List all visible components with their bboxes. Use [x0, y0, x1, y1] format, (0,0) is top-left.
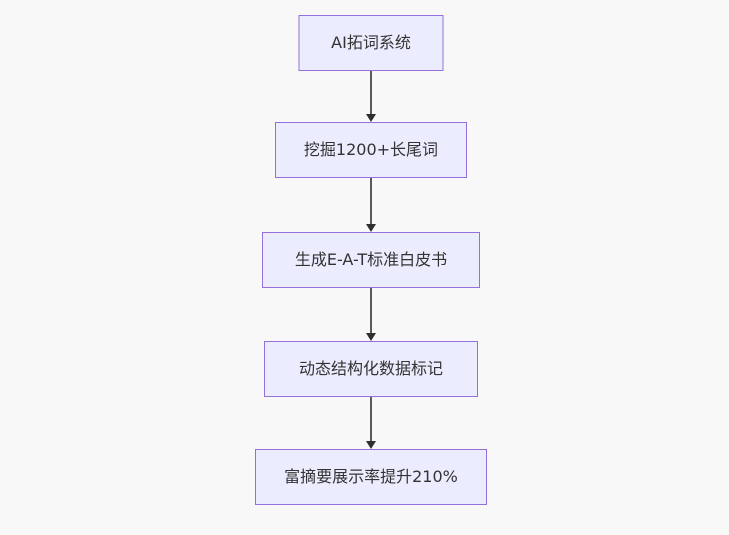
flow-edge-3 [366, 288, 376, 341]
flow-node-label: AI拓词系统 [331, 33, 411, 52]
flow-node-label: 生成E-A-T标准白皮书 [294, 250, 448, 269]
arrowhead-down-icon [366, 114, 376, 122]
arrowhead-down-icon [366, 333, 376, 341]
flow-edge-4 [366, 397, 376, 449]
flow-node-eat-whitepaper: 生成E-A-T标准白皮书 [262, 232, 480, 288]
flow-node-structured-data-markup: 动态结构化数据标记 [264, 341, 478, 397]
arrowhead-down-icon [366, 441, 376, 449]
flow-node-rich-snippet-result: 富摘要展示率提升210% [255, 449, 487, 505]
flow-node-label: 动态结构化数据标记 [298, 359, 443, 378]
arrowhead-down-icon [366, 224, 376, 232]
flow-node-label: 富摘要展示率提升210% [284, 467, 458, 486]
flow-edge-1 [366, 71, 376, 122]
flow-node-longtail-mining: 挖掘1200+长尾词 [275, 122, 467, 178]
flow-node-label: 挖掘1200+长尾词 [303, 140, 439, 159]
flow-edge-2 [366, 178, 376, 232]
flow-node-ai-keyword-system: AI拓词系统 [298, 15, 444, 71]
